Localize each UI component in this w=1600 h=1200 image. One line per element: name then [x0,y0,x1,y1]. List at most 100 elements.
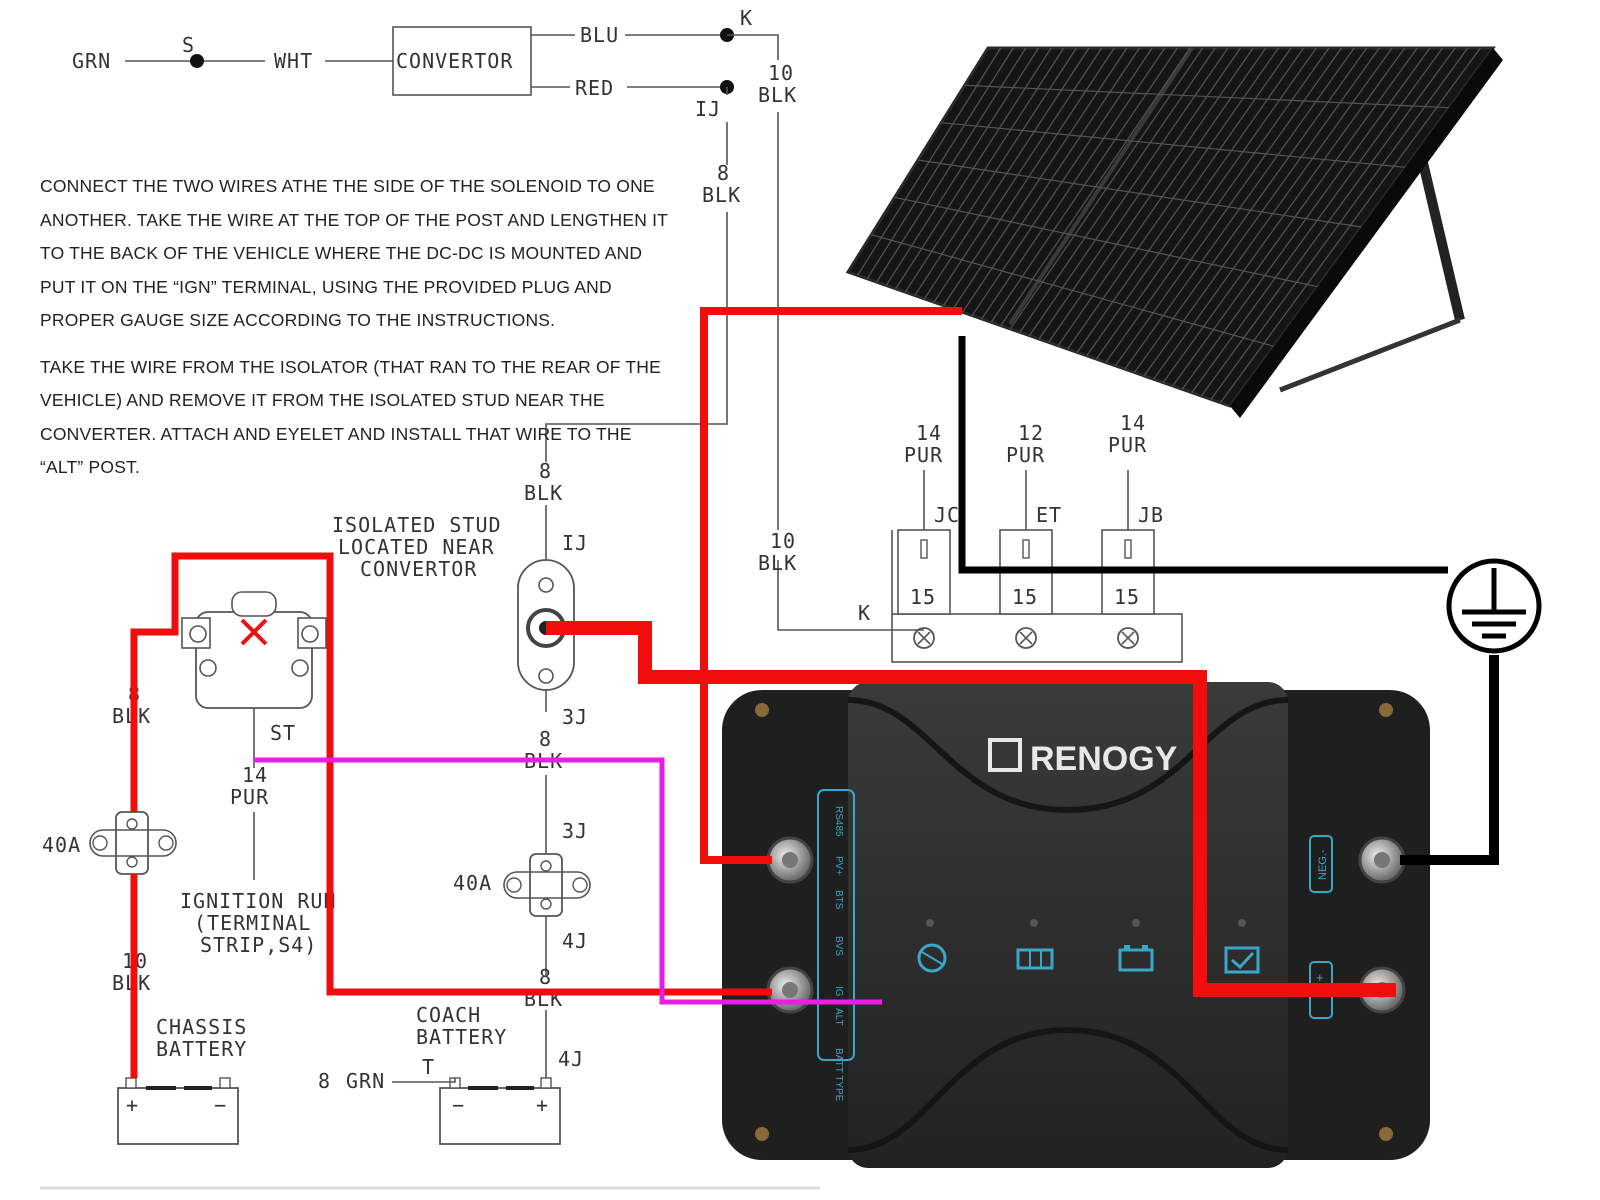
solenoid-st: ST [270,721,296,745]
instruction-notes: CONNECT THE TWO WIRES ATHE THE SIDE OF T… [40,170,680,498]
controller-label-1: PV+ [833,856,844,875]
battery-icon [1118,919,1154,972]
coach-fuse-4j-bottom: 4J [558,1047,584,1071]
top-schematic: GRN S WHT CONVERTOR BLU RED K 10 BLK IJ … [72,6,797,530]
label-ij-color: BLK [702,183,741,207]
label-wht: WHT [274,49,313,73]
chassis-battery-label-2: BATTERY [156,1037,247,1061]
left-label-strip [817,789,855,1061]
controller-label-0: RS485 [833,806,844,837]
wire-solenoid-alt-run [326,633,772,996]
pv-plus-terminal [766,836,814,884]
coach-fuse-4j: 4J [562,929,588,953]
ignition-label-1: IGNITION RUN [180,889,337,913]
coach-battery: − + COACH BATTERY 8 GRN T [318,1003,561,1145]
label-grn: GRN [72,49,111,73]
solenoid: ST 14 PUR IGNITION RUN (TERMINAL STRIP,S… [112,591,337,957]
stud-caption-1: ISOLATED STUD [332,513,502,537]
label-blu: BLU [580,23,619,47]
alt-terminal [766,966,814,1014]
chassis-battery-label-1: CHASSIS [156,1015,247,1039]
isolated-stud: ISOLATED STUD LOCATED NEAR CONVERTOR 8 B… [332,459,588,822]
label-convertor: CONVERTOR [396,49,513,73]
coach-fuse-40a: 40A [453,871,492,895]
wires [130,307,1499,1078]
terminal-id-et: ET [1036,503,1062,527]
chassis-fuse-40a: 40A [42,833,81,857]
wire-ground-controller [1400,655,1499,865]
controller-label-4: IG [833,986,844,997]
renogy-logo-icon [988,738,1022,772]
controller-label-5: ALT [833,1008,844,1026]
chassis-fuse: 40A 10 BLK [42,811,177,995]
instruction-paragraph-1: CONNECT THE TWO WIRES ATHE THE SIDE OF T… [40,176,668,330]
convertor-box [392,26,532,96]
coach-grn: GRN [346,1069,385,1093]
neg-label: NEG.- [1317,849,1329,880]
label-k-gauge: 10 [768,61,794,85]
controller-label-6: BATT TYPE [833,1048,844,1102]
terminal-gauge-et: 12 [1018,421,1044,445]
terminal-num-et: 15 [1012,585,1038,609]
label-k-top: K [740,6,753,30]
label-k-color: BLK [758,83,797,107]
stud-color: BLK [524,481,563,505]
terminal-num-jb: 15 [1114,585,1140,609]
ground-icon [1446,558,1542,654]
panel-stand [1415,148,1465,322]
engine-icon [917,919,947,973]
solar-panel [845,46,1503,418]
wire-solenoid-to-alt [130,552,334,812]
label-red: RED [575,76,614,100]
controller-label-2: BTS [833,890,844,910]
stud-gauge: 8 [539,459,552,483]
coach-battery-label-2: BATTERY [416,1025,507,1049]
terminal-gauge-jc: 14 [916,421,942,445]
wire-stud-to-battery-positive [546,621,1396,997]
terminal-color-jc: PUR [904,443,943,467]
controller-label-3: BVS [833,936,844,956]
coach-t: T [422,1055,435,1079]
ignition-label-3: STRIP,S4) [200,933,317,957]
neg-terminal [1358,836,1406,884]
stud-3j: 3J [562,705,588,729]
solenoid-st-color: PUR [230,785,269,809]
check-icon [1224,919,1260,974]
chassis-battery: + − CHASSIS BATTERY [117,1015,247,1145]
wire-ignition [254,757,882,1005]
instruction-paragraph-2: TAKE THE WIRE FROM THE ISOLATOR (THAT RA… [40,356,662,478]
chassis-battery-minus: − [214,1093,227,1117]
label-s: S [182,33,195,57]
coach-battery-label-1: COACH [416,1003,481,1027]
stud-caption-3: CONVERTOR [360,557,477,581]
strip-k-gauge: 10 [770,529,796,553]
terminal-id-jc: JC [934,503,960,527]
solar-icon [1016,919,1054,970]
solenoid-st-gauge: 14 [242,763,268,787]
terminal-num-jc: 15 [910,585,936,609]
ignition-label-2: (TERMINAL [194,911,311,935]
terminal-color-et: PUR [1006,443,1045,467]
wire-solar-negative [958,336,1448,574]
renogy-brand: RENOGY [1030,740,1178,778]
coach-fuse: 3J 40A 4J 8 BLK 4J [453,819,591,1082]
stud-caption-2: LOCATED NEAR [338,535,495,559]
coach-grn-gauge: 8 [318,1069,331,1093]
strip-k: K [858,601,871,625]
terminal-id-jb: JB [1138,503,1164,527]
pos-label: + [1316,970,1324,985]
chassis-battery-plus: + [126,1093,139,1117]
coach-fuse-gauge: 8 [539,965,552,989]
splice-s-dot [190,54,204,68]
stud-ij: IJ [562,531,588,555]
coach-fuse-3j: 3J [562,819,588,843]
wire-pv-positive [700,307,962,864]
stud-gauge2: 8 [539,727,552,751]
terminal-color-jb: PUR [1108,433,1147,457]
